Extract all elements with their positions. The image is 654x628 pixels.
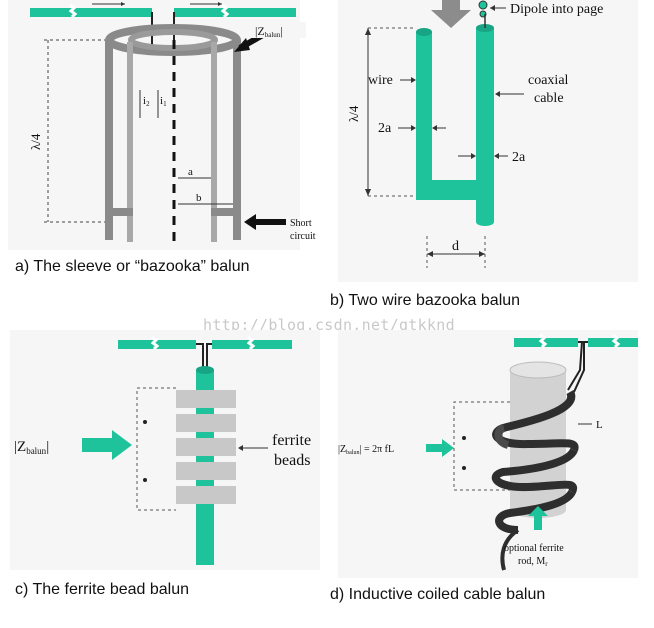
a-label: a xyxy=(188,166,193,178)
ferrite-beads xyxy=(176,390,236,504)
dipole-arm-left xyxy=(30,8,152,17)
panel-a-sleeve-balun: |Zbalun| λ/4 i2 i1 a b Short circuit xyxy=(8,0,316,250)
caption-d: d) Inductive coiled cable balun xyxy=(330,586,546,603)
z-balun-label-a: |Zbalun| xyxy=(255,24,283,39)
sleeve-wall-right xyxy=(233,40,241,240)
two-a-right-label: 2a xyxy=(512,150,526,165)
coaxial-label-1: coaxial xyxy=(528,73,569,88)
short-bar xyxy=(416,180,486,200)
z-arrow-c xyxy=(82,438,112,452)
ferrite-label-1: ferrite xyxy=(272,432,311,449)
short-circuit-label-1: Short xyxy=(290,218,312,229)
z-bracket-c xyxy=(136,387,176,511)
coax-conductor xyxy=(476,28,494,222)
rod-arrow xyxy=(534,516,542,530)
dipole-arm-right xyxy=(174,8,296,17)
rod-label-2: rod, Mr xyxy=(518,556,548,568)
dipole-arm-left-d xyxy=(514,338,578,347)
short-left xyxy=(105,208,133,216)
coiled-cable xyxy=(491,390,579,571)
break-mark-left xyxy=(68,3,78,19)
l-label: L xyxy=(596,419,603,431)
z-arrow-d xyxy=(426,444,442,452)
dipole-arm-right-d xyxy=(588,338,638,347)
panel-d-background xyxy=(338,330,638,578)
panel-c-background xyxy=(10,330,320,570)
feed-wire-c2 xyxy=(206,343,212,370)
rod-label-1: optional ferrite xyxy=(504,543,564,554)
break-mark-right xyxy=(220,3,230,19)
d-label: d xyxy=(452,239,459,254)
panel-b-two-wire-balun: Dipole into page λ/4 wire coaxial cable … xyxy=(338,0,638,282)
caption-a: a) The sleeve or “bazooka” balun xyxy=(15,258,250,275)
z-balun-formula-d: |Zbalun| = 2π fL xyxy=(338,444,394,456)
panel-c-ferrite-bead-balun: |Zbalun| ferrite beads xyxy=(10,330,320,570)
b-label: b xyxy=(196,192,202,204)
z-balun-label-c: |Zbalun| xyxy=(14,439,49,456)
i2-label: i2 xyxy=(143,95,150,108)
coax-shield-left xyxy=(127,42,133,242)
ferrite-label-2: beads xyxy=(274,452,310,469)
feed-arrow-body xyxy=(442,0,460,10)
i1-label: i1 xyxy=(160,95,167,108)
wire-conductor xyxy=(416,32,432,200)
short-right xyxy=(211,208,241,216)
coaxial-label-2: cable xyxy=(534,91,564,106)
dipole-label: Dipole into page xyxy=(510,2,603,17)
sleeve-top-ring xyxy=(105,24,241,56)
watermark: http://blog.csdn.net/gtkknd xyxy=(203,316,455,334)
feed-arrow-head xyxy=(431,10,471,28)
short-circuit-label-2: circuit xyxy=(290,231,316,242)
panel-d-coiled-cable-balun: |Zbalun| = 2π fL L optional ferrite rod,… xyxy=(338,330,638,578)
two-a-left-label: 2a xyxy=(378,121,392,136)
sleeve-wall-left xyxy=(105,40,113,240)
wire-label: wire xyxy=(368,73,393,88)
lambda-label-b: λ/4 xyxy=(346,105,361,122)
caption-b: b) Two wire bazooka balun xyxy=(330,292,521,309)
coax-shield-right xyxy=(211,42,217,242)
lambda-label-a: λ/4 xyxy=(28,133,43,150)
feed-wire-c1 xyxy=(196,343,204,370)
dipole-symbol xyxy=(478,0,488,10)
caption-c: c) The ferrite bead balun xyxy=(15,581,190,598)
